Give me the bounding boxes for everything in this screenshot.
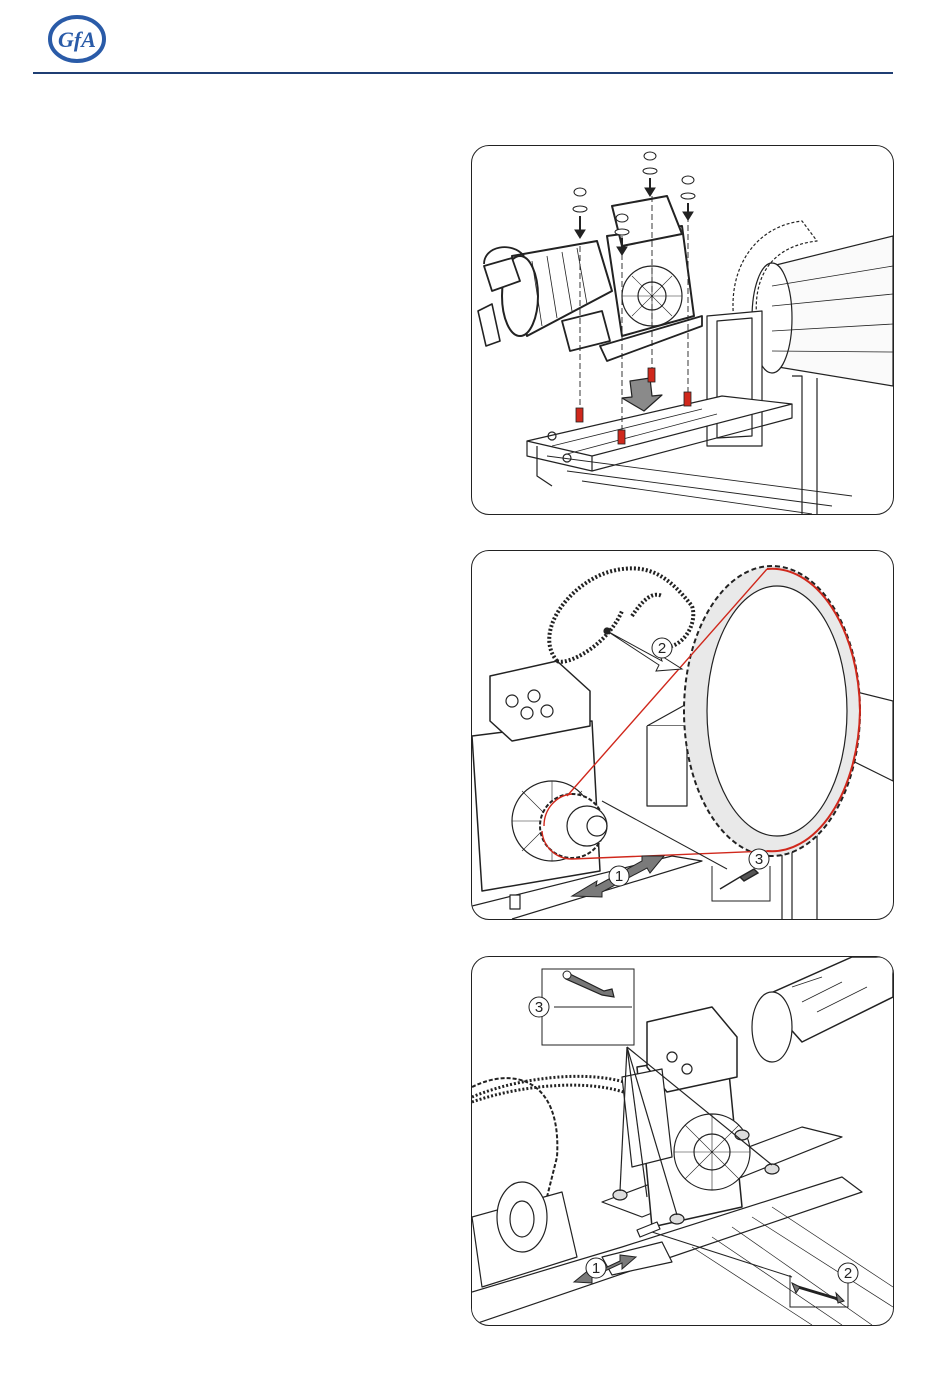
illustration-mount-drive — [472, 146, 893, 514]
header-rule — [33, 72, 893, 74]
adjustment-screw — [637, 1222, 660, 1237]
figure-fit-chain: 1 2 3 — [471, 550, 894, 920]
svg-text:3: 3 — [755, 851, 763, 868]
svg-text:1: 1 — [615, 868, 623, 885]
gearbox-terminal-box — [490, 661, 590, 741]
figure-mount-drive — [471, 145, 894, 515]
figure-tension-chain: 3 1 2 — [471, 956, 894, 1326]
insert-direction-arrow — [622, 378, 662, 411]
callout-3: 3 — [529, 997, 549, 1017]
svg-text:2: 2 — [844, 1265, 852, 1282]
svg-text:2: 2 — [658, 640, 666, 657]
callout-1: 1 — [609, 866, 629, 886]
callout-1: 1 — [586, 1258, 606, 1278]
callout-2: 2 — [652, 638, 672, 658]
socket-wrench-icon — [566, 973, 614, 997]
open-wrench-icon — [798, 1287, 838, 1299]
support-frame — [707, 311, 762, 446]
nut-washer-2 — [643, 152, 657, 196]
callout-2: 2 — [838, 1263, 858, 1283]
illustration-fit-chain: 1 2 3 — [472, 551, 893, 919]
callout-3: 3 — [749, 849, 769, 869]
svg-text:1: 1 — [592, 1260, 600, 1277]
svg-text:3: 3 — [535, 999, 543, 1016]
illustration-tension-chain: 3 1 2 — [472, 957, 893, 1325]
logo-text: GfA — [58, 27, 96, 52]
nut-washer-3 — [681, 176, 695, 220]
nut-washer-1 — [573, 188, 587, 238]
tool-box-socket-wrench — [542, 969, 634, 1045]
screwdriver-icon — [720, 869, 758, 889]
gfa-logo: GfA — [44, 13, 110, 65]
